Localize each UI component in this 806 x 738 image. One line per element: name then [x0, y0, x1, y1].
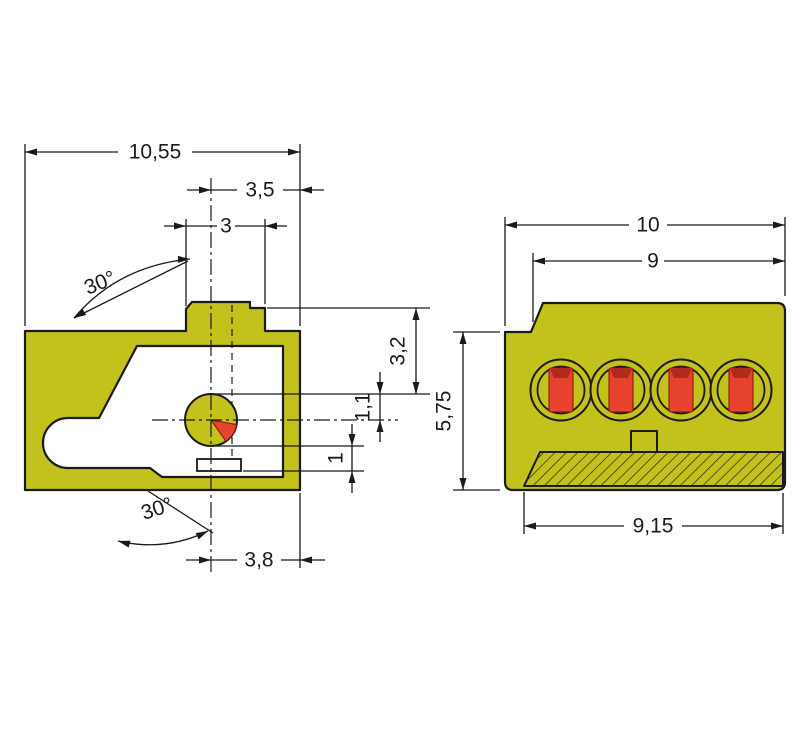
dim-front-base-width: 9,15: [523, 492, 784, 538]
dim-label-9-15: 9,15: [633, 515, 674, 538]
arrowhead: [376, 382, 384, 394]
push-button-bevel: [670, 369, 692, 378]
push-button: [608, 367, 634, 413]
base-notch: [630, 430, 658, 453]
dim-label-1-1: 1,1: [352, 392, 375, 421]
arrowhead: [25, 148, 37, 156]
angle-arc: [117, 530, 209, 546]
dim-label-3-8: 3,8: [244, 549, 273, 572]
pole-opening-circle: [716, 365, 766, 415]
arrowhead: [74, 308, 87, 318]
dim-label-1: 1: [325, 452, 348, 464]
angle-arc: [73, 258, 191, 319]
arrowhead: [265, 222, 277, 230]
arrowhead: [773, 221, 785, 229]
arrowhead: [412, 382, 420, 394]
arrowhead: [773, 257, 785, 265]
dim-bottom-offset: 3,8: [186, 493, 325, 572]
arrowhead: [412, 308, 420, 320]
arrowhead: [348, 434, 356, 446]
arrowhead: [459, 332, 467, 344]
arrowhead: [199, 556, 211, 564]
arrowhead: [505, 221, 517, 229]
push-button-bevel: [610, 369, 632, 378]
arrowhead: [288, 148, 300, 156]
push-button-bevel: [550, 369, 572, 378]
angle-reference-line: [73, 260, 189, 319]
arrowhead: [533, 257, 545, 265]
arrowhead: [199, 186, 211, 194]
push-button: [668, 367, 694, 413]
dim-label-10: 10: [636, 214, 659, 237]
dim-label-3-5: 3,5: [245, 179, 274, 202]
arrowhead: [118, 540, 131, 548]
pole-opening-circle: [596, 365, 646, 415]
arrowhead: [524, 522, 536, 530]
pole-opening-circle: [656, 365, 706, 415]
push-button: [728, 367, 754, 413]
dim-depth-1: 1: [216, 424, 364, 493]
dim-top-angle: 30°: [73, 255, 191, 319]
dim-label-top-angle: 30°: [81, 266, 119, 299]
arrowhead: [459, 478, 467, 490]
dim-center-to-right: 3,5: [187, 179, 324, 202]
hatched-base: [523, 451, 784, 487]
side-cavity: [41, 344, 285, 479]
clamp-spring-wedge: [209, 419, 238, 442]
dim-front-upper-width: 9: [532, 250, 785, 322]
dim-depth-3-2: 3,2: [216, 307, 430, 395]
dim-label-3-2: 3,2: [387, 336, 410, 365]
dim-bottom-angle: 30°: [117, 490, 214, 548]
dim-label-bottom-angle: 30°: [138, 493, 175, 525]
dim-label-5-75: 5,75: [433, 391, 456, 432]
side-view: 10,55 3,5 3: [23, 141, 430, 576]
dim-total-width: 10,55: [24, 141, 301, 326]
arrowhead: [300, 556, 312, 564]
arrowhead: [195, 531, 208, 540]
dim-label-10-55: 10,55: [129, 141, 182, 164]
dim-depth-1-1: 1,1: [352, 372, 384, 442]
front-view: 10 9 5,75 9,15: [433, 214, 787, 538]
dim-label-9: 9: [647, 250, 659, 273]
angle-reference-line: [147, 490, 214, 534]
push-button: [548, 367, 574, 413]
pole-opening-circle: [536, 365, 586, 415]
strip-gauge-slot: [196, 458, 242, 472]
push-button-bevel: [730, 369, 752, 378]
arrowhead: [376, 420, 384, 432]
arrowhead: [177, 255, 190, 263]
arrowhead: [174, 222, 186, 230]
arrowhead: [300, 186, 312, 194]
dim-label-3: 3: [220, 215, 232, 238]
dim-front-total-width: 10: [504, 214, 786, 326]
arrowhead: [771, 522, 783, 530]
arrowhead: [348, 471, 356, 483]
dim-front-height: 5,75: [433, 331, 500, 491]
